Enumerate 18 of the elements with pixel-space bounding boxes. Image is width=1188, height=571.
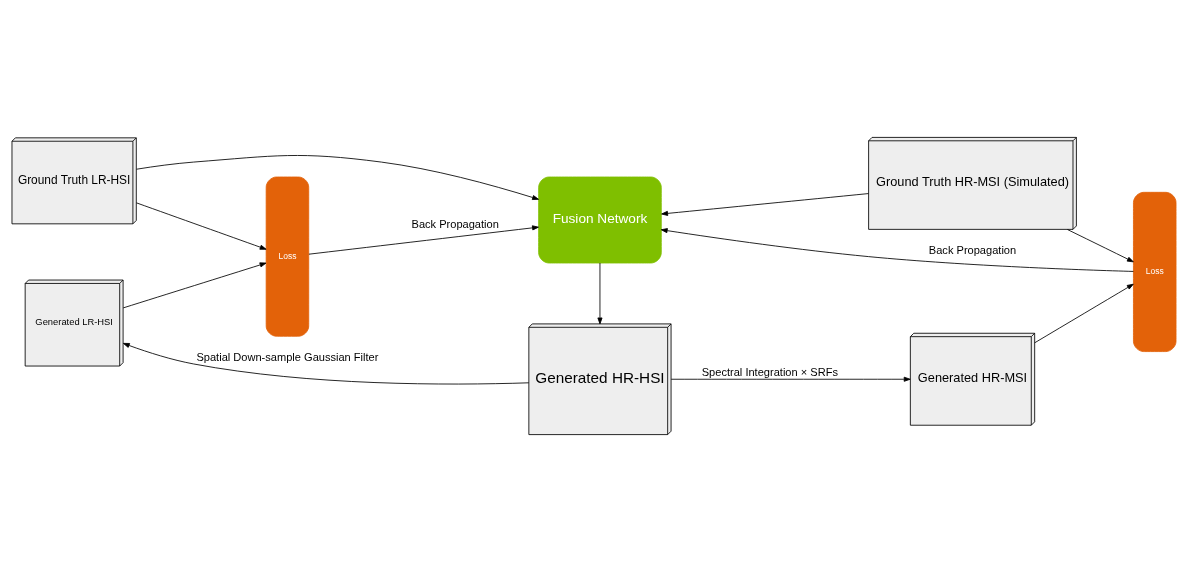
node-box: Loss — [265, 176, 310, 337]
node-box: Loss — [1133, 191, 1177, 352]
arrow — [136, 154, 539, 200]
arrow — [122, 261, 267, 308]
arrow — [661, 192, 869, 216]
edge-label: Back Propagation — [928, 243, 1017, 256]
arrow — [670, 376, 911, 382]
arrow — [1067, 228, 1134, 262]
arrow — [660, 227, 1134, 272]
edge-label: Back Propagation — [411, 217, 499, 230]
node-box: Fusion Network — [538, 176, 662, 263]
arrow — [122, 342, 530, 384]
arrow — [597, 262, 603, 324]
edge-label: Spatial Down-sample Gaussian Filter — [196, 350, 379, 363]
edge-label: Spectral Integration × SRFs — [701, 365, 838, 378]
arrow — [136, 201, 267, 250]
arrow — [308, 224, 539, 255]
arrow — [1034, 283, 1134, 343]
